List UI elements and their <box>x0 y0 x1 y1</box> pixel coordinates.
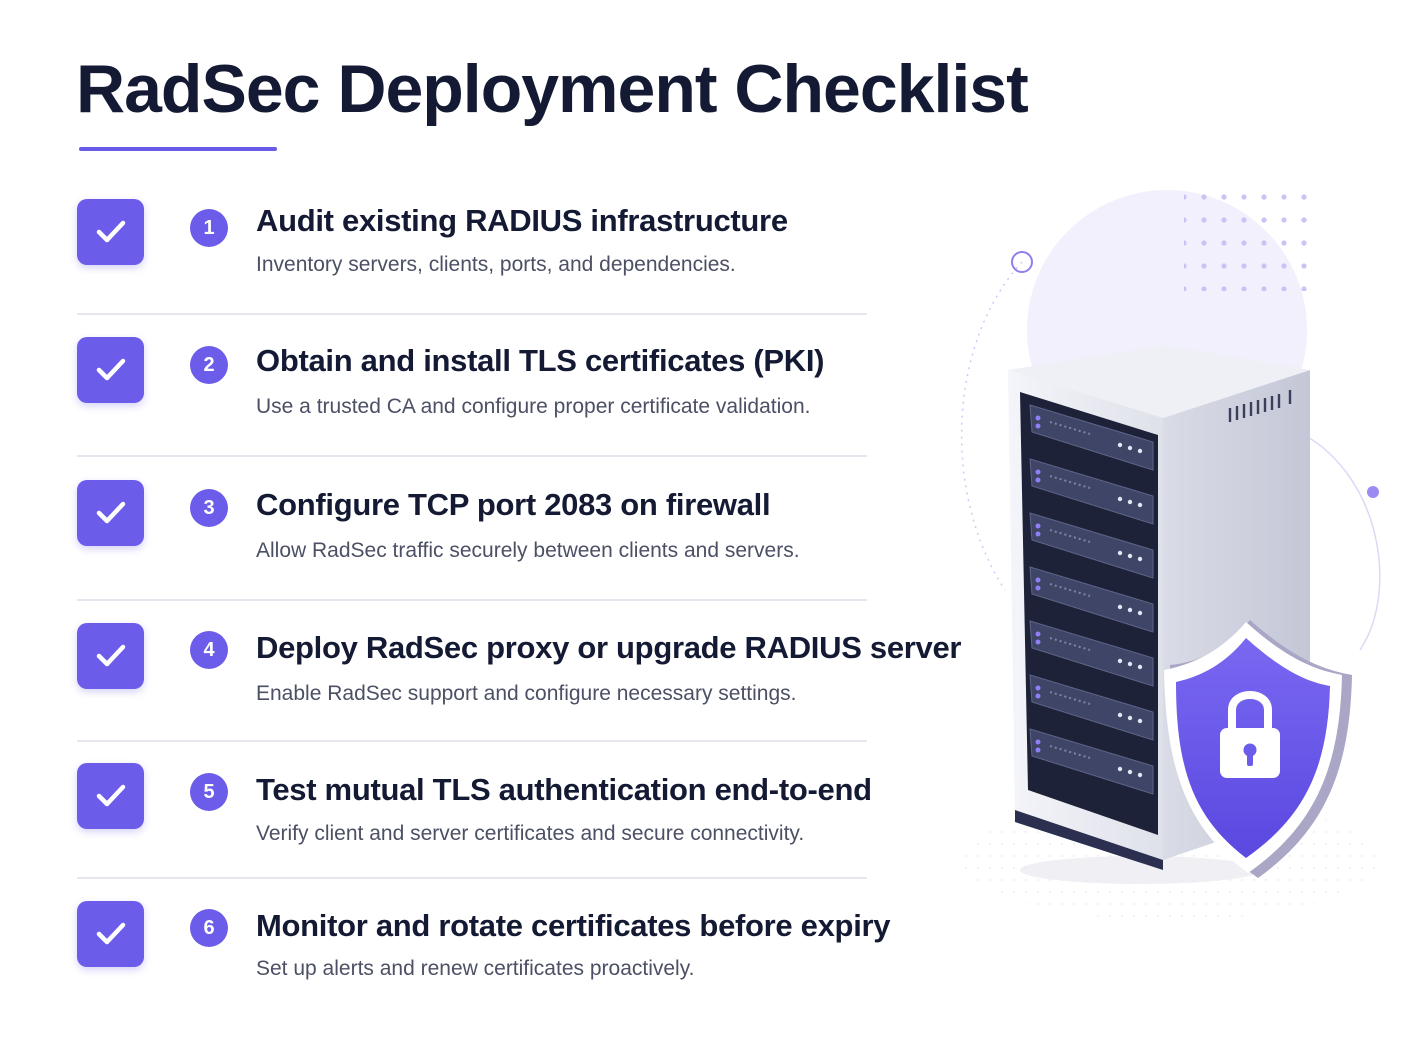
item-title: Configure TCP port 2083 on firewall <box>256 487 771 522</box>
step-number-badge: 5 <box>190 773 228 811</box>
server-security-illustration <box>940 170 1408 930</box>
step-number-badge: 2 <box>190 346 228 384</box>
checkmark-icon <box>96 501 125 524</box>
item-description: Allow RadSec traffic securely between cl… <box>256 539 800 562</box>
checklist-item-1: 1 Audit existing RADIUS infrastructure I… <box>0 180 940 322</box>
checklist-item-6: 6 Monitor and rotate certificates before… <box>0 884 940 1026</box>
checkbox-item-4[interactable] <box>77 623 144 689</box>
checkmark-icon <box>96 922 125 945</box>
item-description: Use a trusted CA and configure proper ce… <box>256 395 811 418</box>
deployment-checklist: 1 Audit existing RADIUS infrastructure I… <box>0 180 962 1026</box>
title-underline <box>79 147 277 151</box>
step-number-badge: 1 <box>190 209 228 247</box>
divider <box>77 740 867 742</box>
checkbox-item-2[interactable] <box>77 337 144 403</box>
checkmark-icon <box>96 644 125 667</box>
divider <box>77 455 867 457</box>
shield-lock-icon <box>1164 620 1352 878</box>
checklist-item-3: 3 Configure TCP port 2083 on firewall Al… <box>0 463 940 605</box>
server-rack-icon <box>960 187 1381 920</box>
checkmark-icon <box>96 220 125 243</box>
checkbox-item-6[interactable] <box>77 901 144 967</box>
item-title: Test mutual TLS authentication end-to-en… <box>256 772 872 807</box>
item-title: Monitor and rotate certificates before e… <box>256 908 891 943</box>
divider <box>77 599 867 601</box>
checkbox-item-1[interactable] <box>77 199 144 265</box>
item-title: Obtain and install TLS certificates (PKI… <box>256 343 825 378</box>
checkmark-icon <box>96 358 125 381</box>
checkbox-item-5[interactable] <box>77 763 144 829</box>
item-title: Audit existing RADIUS infrastructure <box>256 203 788 238</box>
page-title: RadSec Deployment Checklist <box>76 51 1029 127</box>
checkmark-icon <box>96 784 125 807</box>
item-description: Verify client and server certificates an… <box>256 822 805 845</box>
checklist-item-2: 2 Obtain and install TLS certificates (P… <box>0 320 940 462</box>
checklist-item-5: 5 Test mutual TLS authentication end-to-… <box>0 747 940 889</box>
checkbox-item-3[interactable] <box>77 480 144 546</box>
step-number-badge: 3 <box>190 489 228 527</box>
item-description: Set up alerts and renew certificates pro… <box>256 957 695 980</box>
divider <box>77 313 867 315</box>
item-description: Enable RadSec support and configure nece… <box>256 682 797 705</box>
step-number-badge: 4 <box>190 631 228 669</box>
divider <box>77 877 867 879</box>
item-description: Inventory servers, clients, ports, and d… <box>256 253 736 276</box>
step-number-badge: 6 <box>190 909 228 947</box>
item-title: Deploy RadSec proxy or upgrade RADIUS se… <box>256 630 962 665</box>
checklist-item-4: 4 Deploy RadSec proxy or upgrade RADIUS … <box>0 606 962 748</box>
